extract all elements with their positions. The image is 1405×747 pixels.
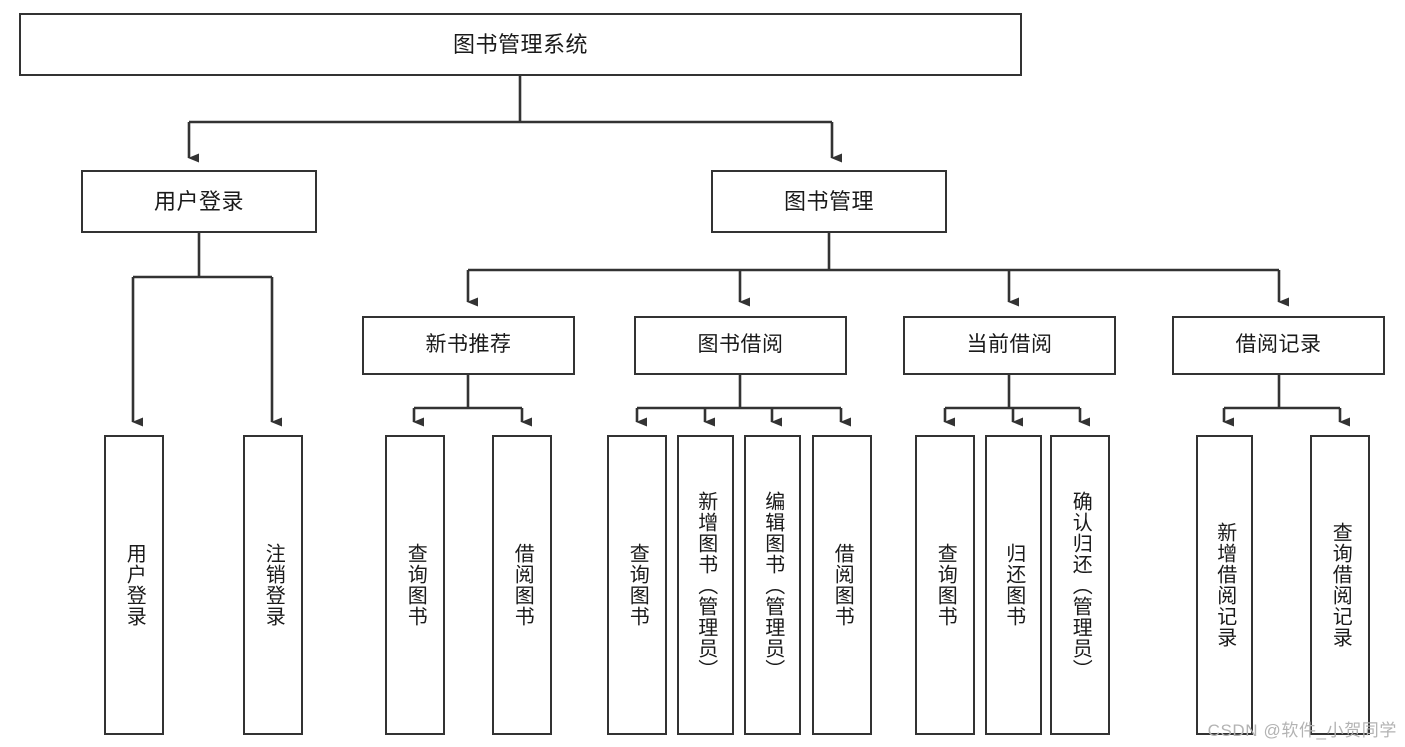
node-label: 归还图书 <box>1002 543 1025 627</box>
node-label: 借阅记录 <box>1235 333 1322 357</box>
node-label: 新增图书（管理员） <box>694 490 717 680</box>
node-leaf-query-record[interactable]: 查询借阅记录 <box>1310 435 1370 735</box>
node-leaf-confirm-return[interactable]: 确认归还（管理员） <box>1050 435 1110 735</box>
node-leaf-borrow-book-2[interactable]: 借阅图书 <box>812 435 872 735</box>
node-new-book-recommend[interactable]: 新书推荐 <box>362 316 575 375</box>
node-leaf-return-book[interactable]: 归还图书 <box>985 435 1042 735</box>
node-label: 编辑图书（管理员） <box>761 490 784 680</box>
node-label: 新增借阅记录 <box>1213 522 1236 648</box>
node-leaf-query-book-1[interactable]: 查询图书 <box>385 435 445 735</box>
node-leaf-edit-book[interactable]: 编辑图书（管理员） <box>744 435 801 735</box>
node-label: 当前借阅 <box>966 333 1053 357</box>
node-book-management[interactable]: 图书管理 <box>711 170 947 233</box>
node-label: 查询借阅记录 <box>1329 522 1352 648</box>
node-leaf-add-record[interactable]: 新增借阅记录 <box>1196 435 1253 735</box>
node-label: 图书管理 <box>783 188 874 214</box>
node-borrow-record[interactable]: 借阅记录 <box>1172 316 1385 375</box>
node-label: 注销登录 <box>262 543 285 627</box>
node-leaf-borrow-book-1[interactable]: 借阅图书 <box>492 435 552 735</box>
node-root-system[interactable]: 图书管理系统 <box>19 13 1022 76</box>
node-leaf-user-login[interactable]: 用户登录 <box>104 435 164 735</box>
node-label: 新书推荐 <box>425 333 512 357</box>
node-book-borrow[interactable]: 图书借阅 <box>634 316 847 375</box>
node-label: 查询图书 <box>404 543 427 627</box>
node-label: 用户登录 <box>123 543 146 627</box>
node-label: 查询图书 <box>626 543 649 627</box>
node-label: 用户登录 <box>153 188 244 214</box>
node-leaf-query-book-3[interactable]: 查询图书 <box>915 435 975 735</box>
node-label: 图书管理系统 <box>452 31 588 57</box>
node-label: 确认归还（管理员） <box>1069 490 1092 680</box>
node-label: 借阅图书 <box>831 543 854 627</box>
node-leaf-add-book[interactable]: 新增图书（管理员） <box>677 435 734 735</box>
node-label: 借阅图书 <box>511 543 534 627</box>
node-label: 图书借阅 <box>697 333 784 357</box>
node-leaf-query-book-2[interactable]: 查询图书 <box>607 435 667 735</box>
node-user-login[interactable]: 用户登录 <box>81 170 317 233</box>
node-label: 查询图书 <box>934 543 957 627</box>
node-current-borrow[interactable]: 当前借阅 <box>903 316 1116 375</box>
node-leaf-logout-login[interactable]: 注销登录 <box>243 435 303 735</box>
